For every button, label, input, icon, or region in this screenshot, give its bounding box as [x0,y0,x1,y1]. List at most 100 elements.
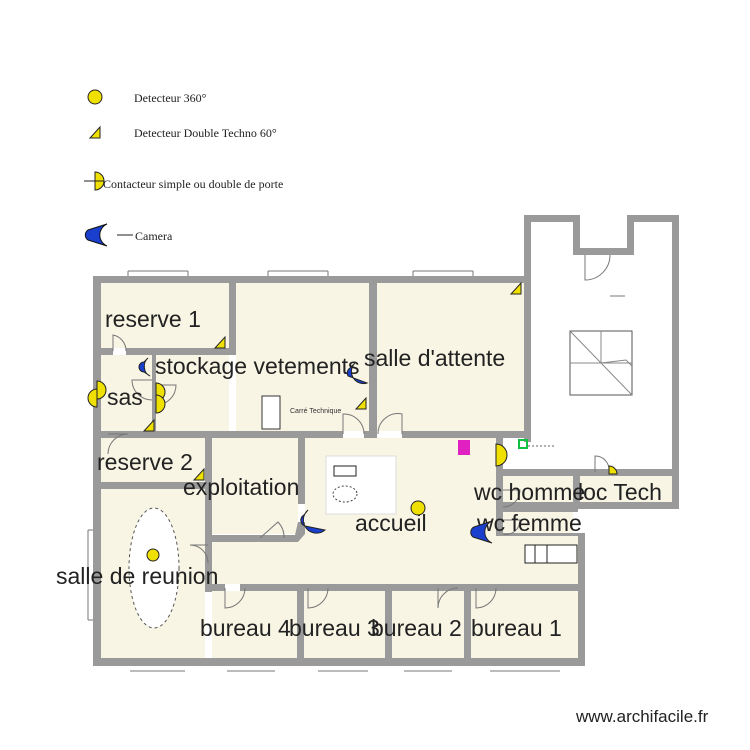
wall-wc-divider-v [573,469,580,509]
floor-local-tech [580,476,672,502]
detector-double-icon [142,418,155,432]
floor-bureau2 [392,591,464,658]
door-reserve2 [107,433,129,455]
walls [93,215,679,666]
doors [107,254,625,609]
wall-bottom [93,658,585,666]
wall-east-right [672,215,679,509]
legend-detector-double-label: Detecteur Double Techno 60° [134,126,277,140]
wall-stockage-right [369,276,377,438]
wall-reserve2-bottom [93,482,212,489]
legend-camera-label: Camera [135,229,173,243]
stockage-desk [261,395,281,430]
detector-double-icon [192,467,205,481]
room-label-bureau1: bureau 1 [471,615,562,641]
room-label-reserve2: reserve 2 [97,449,193,475]
accueil-chair [332,485,358,503]
floor-stockage [236,283,369,431]
wall-bureau4-right [297,584,304,666]
door-contact-icon [495,443,508,467]
legend-detector-360-label: Detecteur 360° [134,91,207,105]
detector-double-icon [213,335,226,349]
magenta-marker [458,440,470,455]
wall-east-mid [496,469,679,476]
door-stockage-bottom [342,413,365,435]
wall-east-top-b [627,215,679,222]
wall-reserve1-bottom-b [126,348,236,355]
floor-wc-homme [503,476,573,502]
room-label-stockage: stockage vetements [155,353,360,379]
sensors [87,281,618,562]
room-label-sas: sas [107,384,143,410]
wall-east-notch-l [573,215,580,255]
floor-exploitation [212,438,298,534]
wall-row2-top-a [93,431,343,438]
wall-reserve2-right [205,438,212,592]
wall-bureaux-top-a [205,584,225,591]
room-label-salle-attente: salle d'attente [364,345,505,371]
door-exploitation [259,521,285,539]
wall-reserve1-right [229,276,236,355]
accueil-desk [333,465,357,477]
floor-salle-attente [377,283,524,431]
detector-360-icon [410,500,426,516]
room-label-wc-homme: wc homme [473,479,585,505]
door-reserve1 [112,334,127,352]
wall-wc-mid [496,509,578,512]
wall-reserve1-bottom [93,348,113,355]
stairs [569,330,633,396]
wall-exploitation-diag [212,522,305,542]
stockage-desk-label: Carré Technique [290,408,341,415]
wall-sas-right [152,355,156,431]
wall-bureaux-top-b [240,584,585,591]
door-contact-icon [84,171,105,191]
room-label-wc-femme: wc femme [476,510,582,536]
wall-east-top-a [524,215,580,222]
door-bureau4 [224,587,246,609]
wall-wc-left [496,469,503,536]
door-contact-icon [608,465,618,475]
floor-bureau1 [471,591,578,658]
room-label-reserve1: reserve 1 [105,306,201,332]
door-contact-icon [87,388,98,408]
door-reunion [189,544,209,564]
floor-bureau4 [212,591,297,658]
detector-360-icon [87,89,103,105]
room-label-bureau2: bureau 2 [371,615,462,641]
door-bureau3 [307,587,329,609]
door-wc-homme [502,489,521,508]
detector-360-icon [146,548,160,562]
door-contact-icon [155,394,166,414]
wall-east-notch-b [573,248,634,255]
camera-icon [84,223,108,247]
floor-reserve2 [101,438,205,482]
windows [87,270,560,672]
wall-accueil-right [496,533,585,536]
camera-icon [138,357,151,377]
wall-bureau2-right [464,584,471,666]
door-salle-attente [377,413,403,435]
reunion-table [128,507,180,629]
door-bureau1 [475,587,497,609]
furniture: Carré Technique [128,395,578,629]
wall-bureau3-right [385,584,392,666]
room-labels: reserve 1 stockage vetements salle d'att… [56,306,662,641]
wall-top [93,276,531,283]
door-east-top [584,254,611,281]
wall-row2-top-b [364,431,376,438]
camera-icon [300,509,327,534]
room-label-local-tech: loc Tech [578,479,662,505]
detector-double-icon [88,125,101,139]
room-label-bureau3: bureau 3 [289,615,380,641]
room-label-bureau4: bureau 4 [200,615,291,641]
green-marker [518,439,528,449]
wall-exploitation-right [298,438,305,504]
door-bureau2 [437,587,459,609]
floor-wc-femme [503,509,573,533]
wall-right-lower [578,536,585,666]
wall-row2-top-c [402,431,531,438]
detector-double-icon [509,281,522,295]
accueil-counter [325,455,397,515]
wall-east-bottom [496,502,679,509]
